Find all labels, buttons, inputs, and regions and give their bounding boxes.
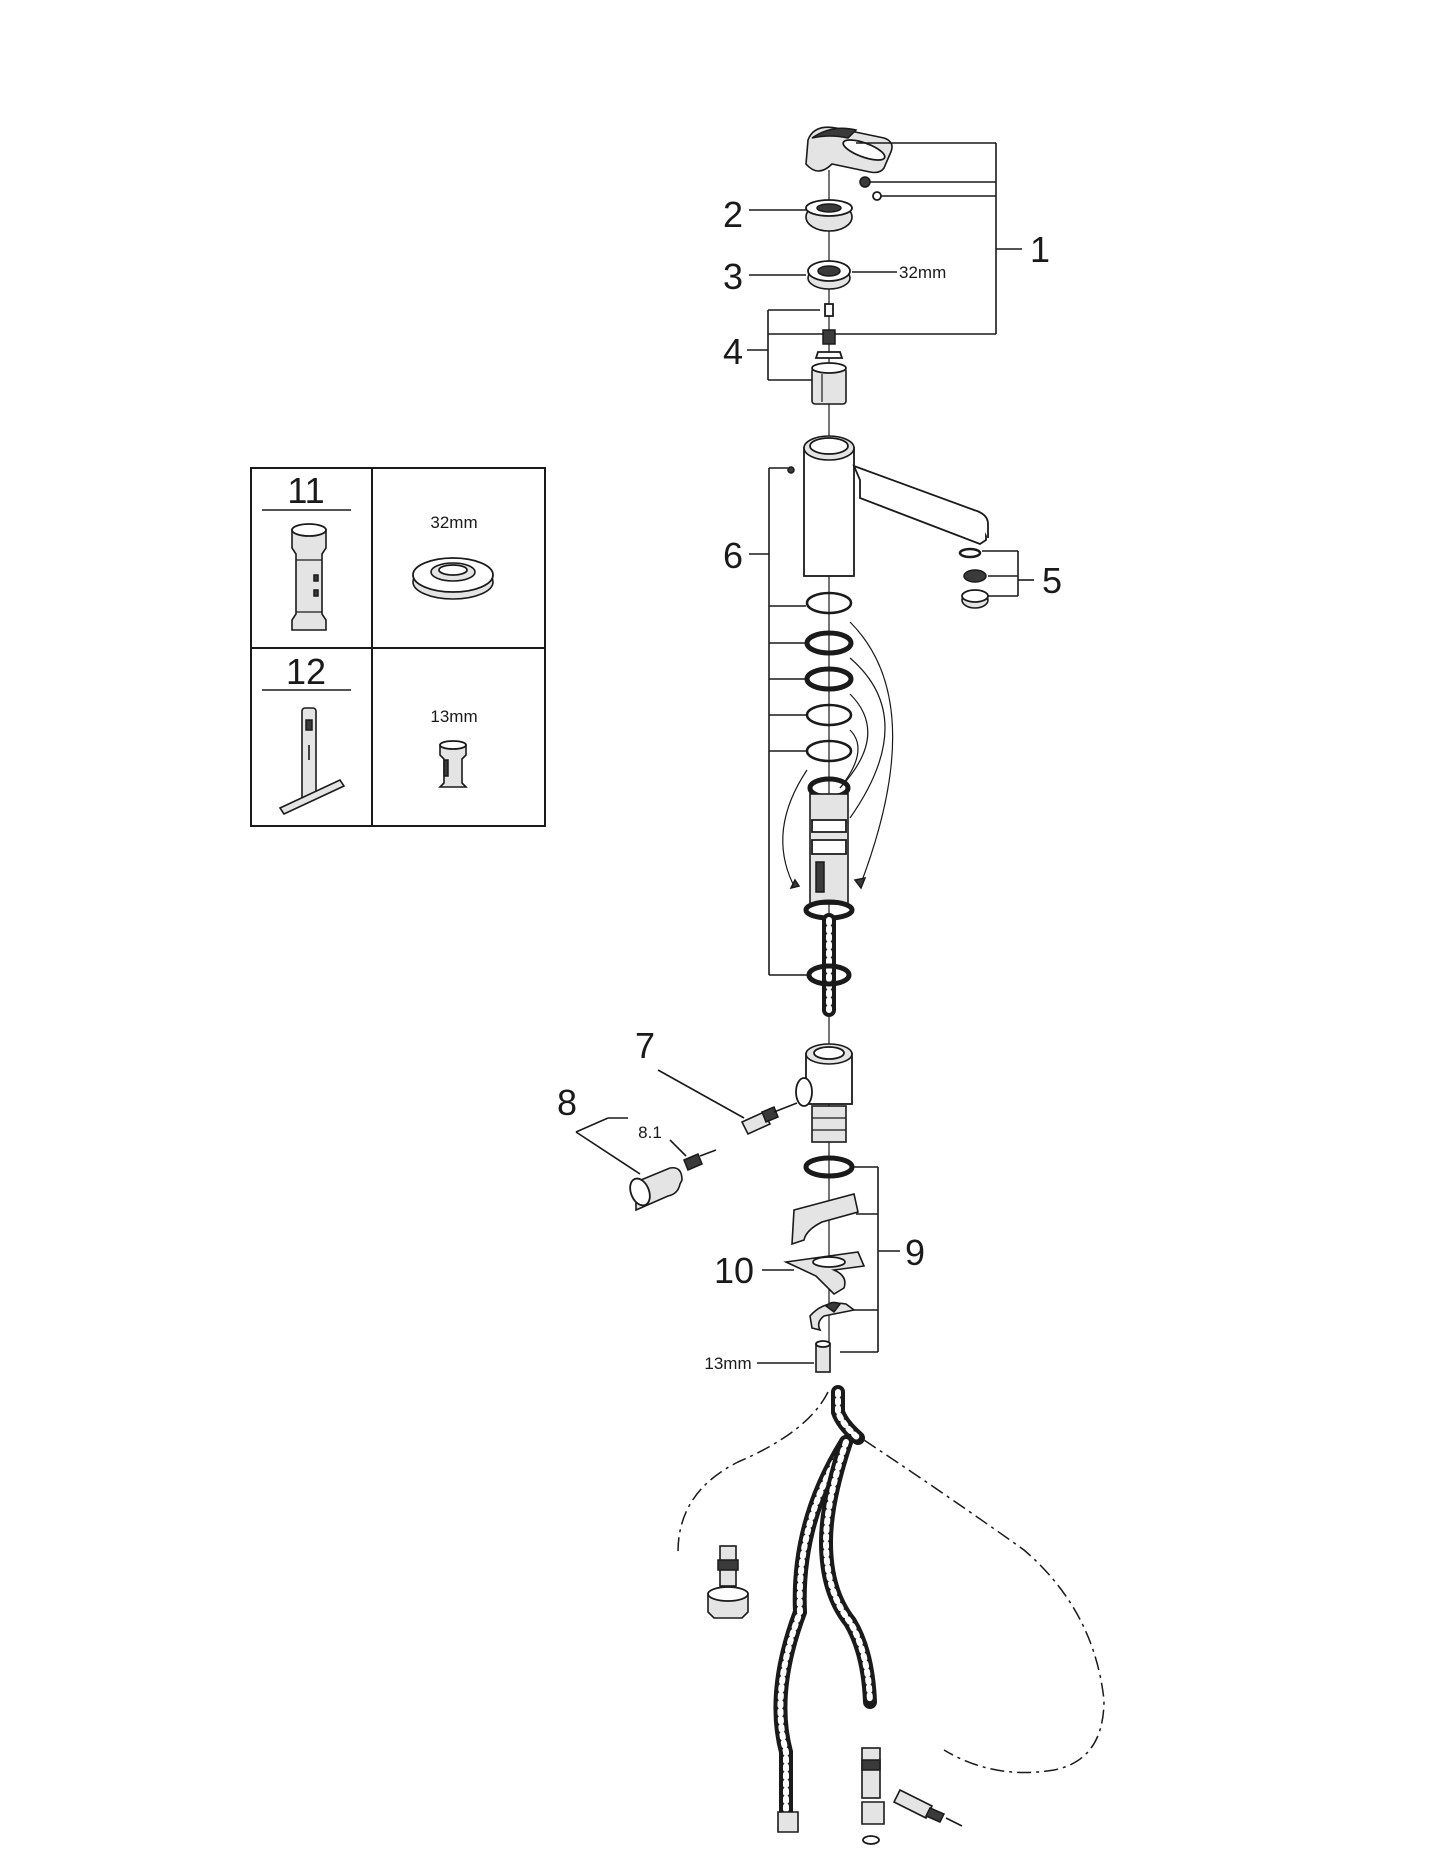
callout-5-bracket (982, 550, 1034, 597)
tool-11-cell: 11 (262, 470, 351, 631)
left-hose-connector (707, 1545, 749, 1619)
t-handle-wrench-icon (278, 707, 346, 816)
tool-12-number: 12 (286, 651, 326, 692)
tool-11-size-cell: 32mm (412, 513, 494, 600)
callout-2-label: 2 (723, 194, 743, 235)
tool-12-size-label: 13mm (430, 707, 477, 726)
nut-13mm (815, 1340, 831, 1373)
callout-10-label: 10 (714, 1250, 754, 1291)
part-4-cartridge (811, 303, 847, 405)
part-9-mounting-set (791, 1155, 859, 1332)
socket-wrench-tool-icon (291, 523, 327, 631)
bottom-tee-valve (861, 1747, 963, 1845)
callout-7-leader (657, 1069, 745, 1119)
threaded-shank (803, 776, 855, 1017)
tools-table: 11 32mm 12 (250, 467, 546, 827)
tool-12-cell: 12 (262, 651, 351, 816)
callout-6-label: 6 (723, 535, 743, 576)
callout-8-1-leader (669, 1139, 687, 1157)
part-1-lever-handle (805, 126, 893, 201)
callout-1-label: 1 (1030, 229, 1050, 270)
tool-11-number: 11 (287, 470, 324, 511)
part-3-nut (807, 260, 851, 290)
callout-6-bracket (749, 467, 808, 976)
part-2-cap (805, 199, 853, 232)
part-6-o-rings (804, 591, 854, 763)
o-ring-arrows (782, 621, 894, 890)
part-7-connector-housing (795, 1043, 853, 1143)
nut-32mm-icon (412, 557, 494, 600)
nut-13mm-label: 13mm (704, 1354, 751, 1373)
callout-4-bracket (747, 309, 820, 381)
callout-3-label: 3 (723, 256, 743, 297)
supply-hoses (773, 1385, 885, 1833)
callout-7-label: 7 (635, 1025, 655, 1066)
callout-9-label: 9 (905, 1232, 925, 1273)
callout-1-bracket (768, 142, 1022, 335)
callout-4-label: 4 (723, 331, 743, 372)
tool-11-size-label: 32mm (430, 513, 477, 532)
nut-size-label: 32mm (899, 263, 946, 282)
part-7-valve-insert (740, 1102, 798, 1136)
part-10-horseshoe-washer (783, 1251, 866, 1296)
dashed-hose-routing (677, 1391, 1105, 1774)
nut-13mm-icon (438, 740, 468, 788)
callout-8-label: 8 (557, 1082, 577, 1123)
part-8-end-cap (629, 1166, 683, 1212)
part-8-1-insert (683, 1149, 717, 1171)
faucet-body-with-spout (787, 435, 989, 577)
callout-5-label: 5 (1042, 560, 1062, 601)
part-5-aerator (958, 547, 989, 609)
callout-9-bracket (840, 1166, 900, 1353)
callout-8-1-label: 8.1 (638, 1123, 662, 1142)
callout-8-bracket (575, 1117, 641, 1175)
tool-12-size-cell: 13mm (430, 707, 478, 788)
